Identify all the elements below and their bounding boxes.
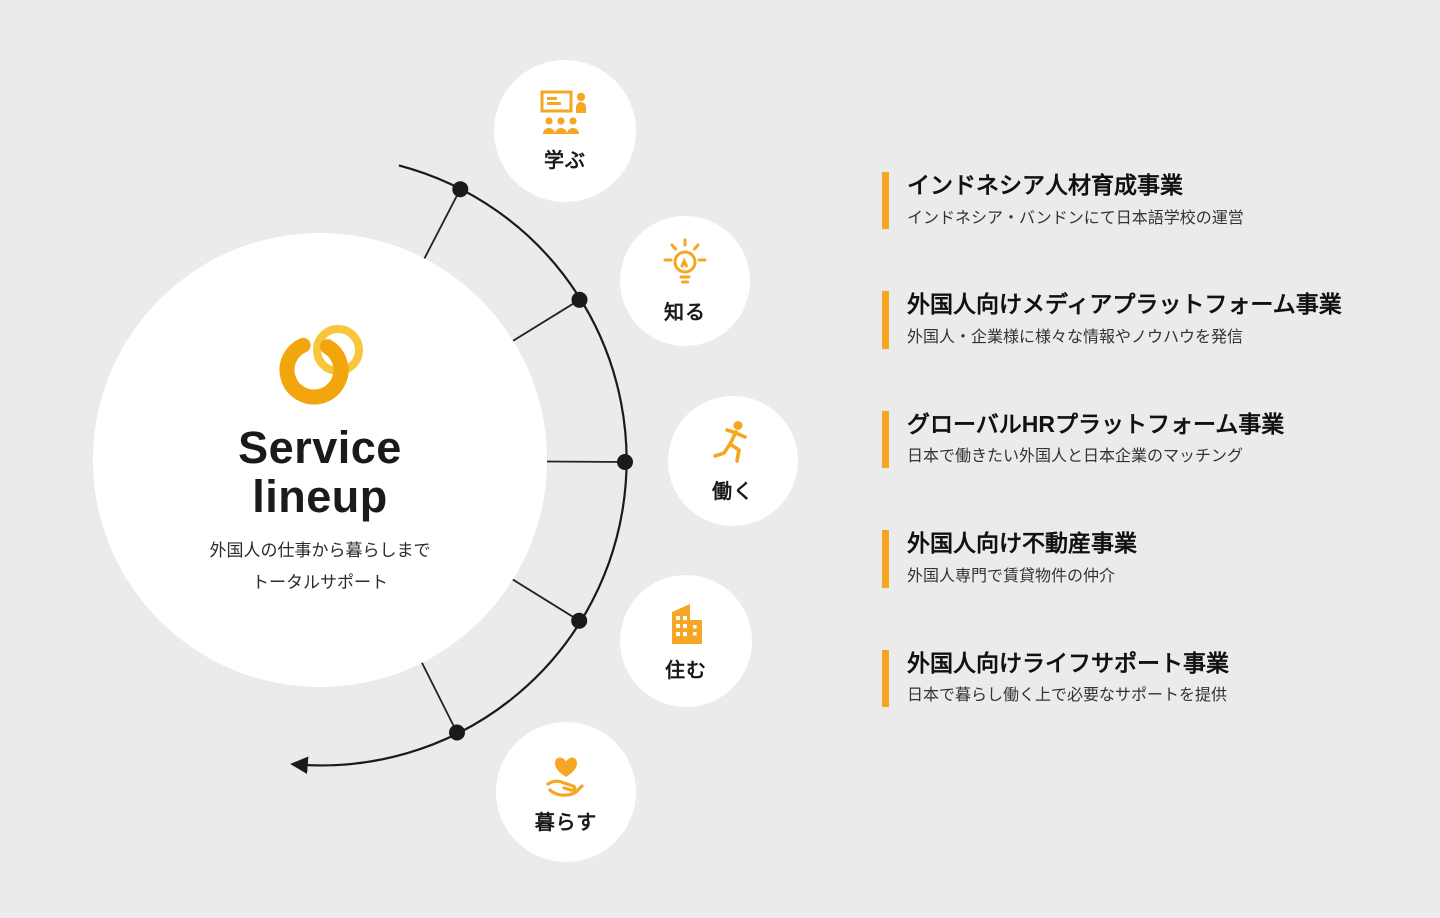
running-person-icon	[713, 420, 747, 463]
service-description: 日本で暮らし働く上で必要なサポートを提供	[907, 687, 1228, 705]
node-learn: 学ぶ	[494, 60, 636, 202]
node-live: 暮らす	[496, 722, 636, 862]
center-subtitle-line2: トータルサポート	[252, 572, 388, 592]
center-content: Service lineup 外国人の仕事から暮らしまで トータルサポート	[110, 318, 530, 598]
center-title-line1: Service	[238, 422, 402, 473]
arc-path	[290, 164, 628, 775]
service-description: インドネシア・バンドンにて日本語学校の運営	[907, 209, 1244, 227]
services-list: インドネシア人材育成事業 インドネシア・バンドンにて日本語学校の運営 外国人向け…	[882, 172, 1402, 707]
center-title: Service lineup	[110, 422, 530, 522]
center-title-line2: lineup	[252, 470, 388, 522]
service-title: インドネシア人材育成事業	[907, 172, 1183, 198]
node-label-work: 働く	[712, 480, 754, 503]
accent-bar	[882, 172, 889, 230]
service-description: 外国人専門で賃貸物件の仲介	[907, 567, 1116, 585]
arc-dots	[449, 181, 633, 741]
service-item-media-platform: 外国人向けメディアプラットフォーム事業 外国人・企業様に様々な情報やノウハウを発…	[882, 291, 1402, 349]
service-title: 外国人向けライフサポート事業	[907, 649, 1229, 676]
service-title: 外国人向け不動産事業	[907, 530, 1137, 557]
lightbulb-icon	[663, 238, 707, 283]
accent-bar	[882, 291, 889, 349]
node-label-live: 暮らす	[534, 811, 598, 834]
accent-bar	[882, 649, 889, 707]
service-item-indonesia: インドネシア人材育成事業 インドネシア・バンドンにて日本語学校の運営	[882, 172, 1402, 230]
accent-bar	[882, 530, 889, 588]
center-subtitle: 外国人の仕事から暮らしまで トータルサポート	[110, 535, 530, 598]
node-work: 働く	[668, 396, 798, 526]
service-item-life-support: 外国人向けライフサポート事業 日本で暮らし働く上で必要なサポートを提供	[882, 649, 1402, 707]
node-label-know: 知る	[664, 301, 706, 324]
brand-sun-logo-icon	[279, 325, 363, 405]
center-circle	[93, 233, 547, 687]
service-title: 外国人向けメディアプラットフォーム事業	[907, 291, 1342, 318]
node-know: 知る	[620, 216, 750, 346]
service-description: 日本で働きたい外国人と日本企業のマッチング	[907, 448, 1244, 466]
node-label-learn: 学ぶ	[544, 149, 586, 172]
service-description: 外国人・企業様に様々な情報やノウハウを発信	[907, 328, 1244, 346]
hand-heart-icon	[546, 757, 584, 797]
service-title: グローバルHRプラットフォーム事業	[907, 410, 1285, 437]
service-item-global-hr: グローバルHRプラットフォーム事業 日本で働きたい外国人と日本企業のマッチング	[882, 410, 1402, 469]
accent-bar	[882, 410, 889, 469]
building-icon	[672, 603, 702, 644]
node-reside: 住む	[620, 575, 752, 707]
service-item-real-estate: 外国人向け不動産事業 外国人専門で賃貸物件の仲介	[882, 530, 1402, 588]
node-label-reside: 住む	[665, 659, 707, 682]
classroom-icon	[540, 90, 586, 134]
center-subtitle-line1: 外国人の仕事から暮らしまで	[209, 541, 431, 561]
